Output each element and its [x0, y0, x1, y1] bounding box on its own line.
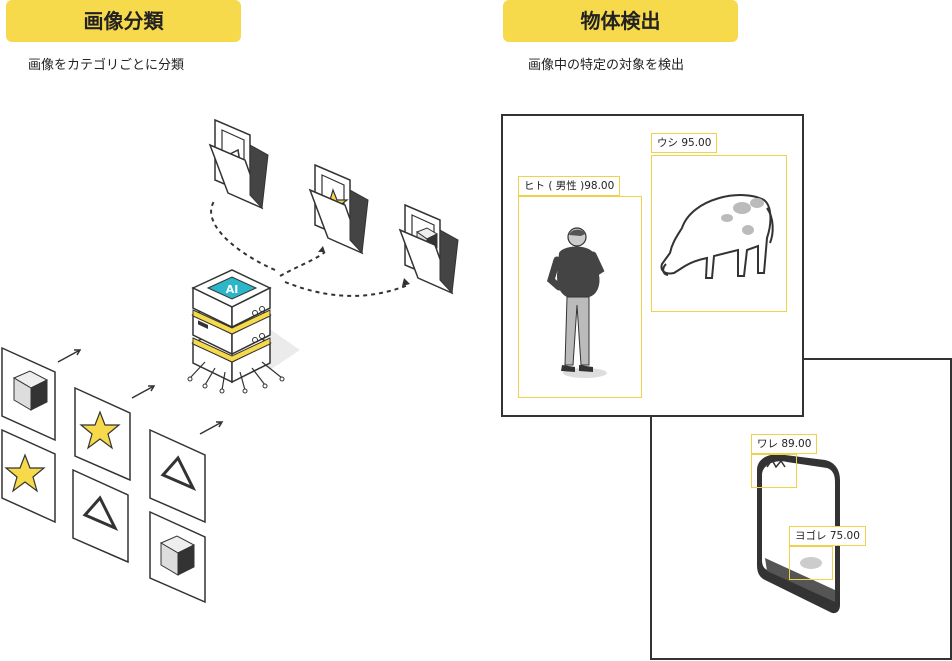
cow-illustration: [660, 194, 774, 279]
detection-box-cow: [651, 155, 787, 312]
flow-arrowhead-3: [402, 278, 410, 286]
detection-label-crack: ワレ 89.00: [751, 434, 818, 454]
folder-cube-icon: [398, 203, 459, 295]
person-illustration: [547, 227, 607, 378]
detection-label-person: ヒト ( 男性 )98.00: [518, 176, 621, 196]
arrow-icon: [57, 349, 224, 435]
input-card-triangle-2: [149, 428, 206, 524]
detection-label-cow: ウシ 95.00: [651, 133, 718, 153]
input-card-star-2: [74, 386, 131, 482]
input-card-triangle: [72, 468, 129, 564]
detection-label-smudge: ヨゴレ 75.00: [789, 526, 866, 546]
smudge-icon: [800, 557, 822, 569]
ai-chip-label: AI: [226, 283, 239, 296]
classification-illustration: AI: [1, 118, 459, 604]
flow-arrowhead-2: [318, 246, 325, 252]
ai-server-icon: AI: [187, 269, 300, 394]
person-cow-frame: [501, 114, 804, 417]
detection-box-person: [518, 196, 642, 398]
detection-box-crack: [751, 454, 797, 488]
flow-path-1: [210, 199, 276, 271]
folder-star-icon: [308, 163, 369, 255]
input-card-star: [1, 428, 56, 524]
input-card-cube-2: [149, 510, 206, 604]
detection-box-smudge: [789, 546, 833, 580]
input-card-cube: [1, 346, 56, 442]
classification-title: 画像分類: [6, 0, 241, 42]
crack-icon: [766, 458, 786, 469]
classification-subtitle: 画像をカテゴリごとに分類: [28, 58, 185, 73]
detection-title: 物体検出: [503, 0, 738, 42]
folder-triangle-icon: [208, 118, 269, 210]
detection-subtitle: 画像中の特定の対象を検出: [528, 58, 685, 73]
flow-path-2: [279, 251, 326, 277]
flow-path-3: [284, 281, 409, 297]
